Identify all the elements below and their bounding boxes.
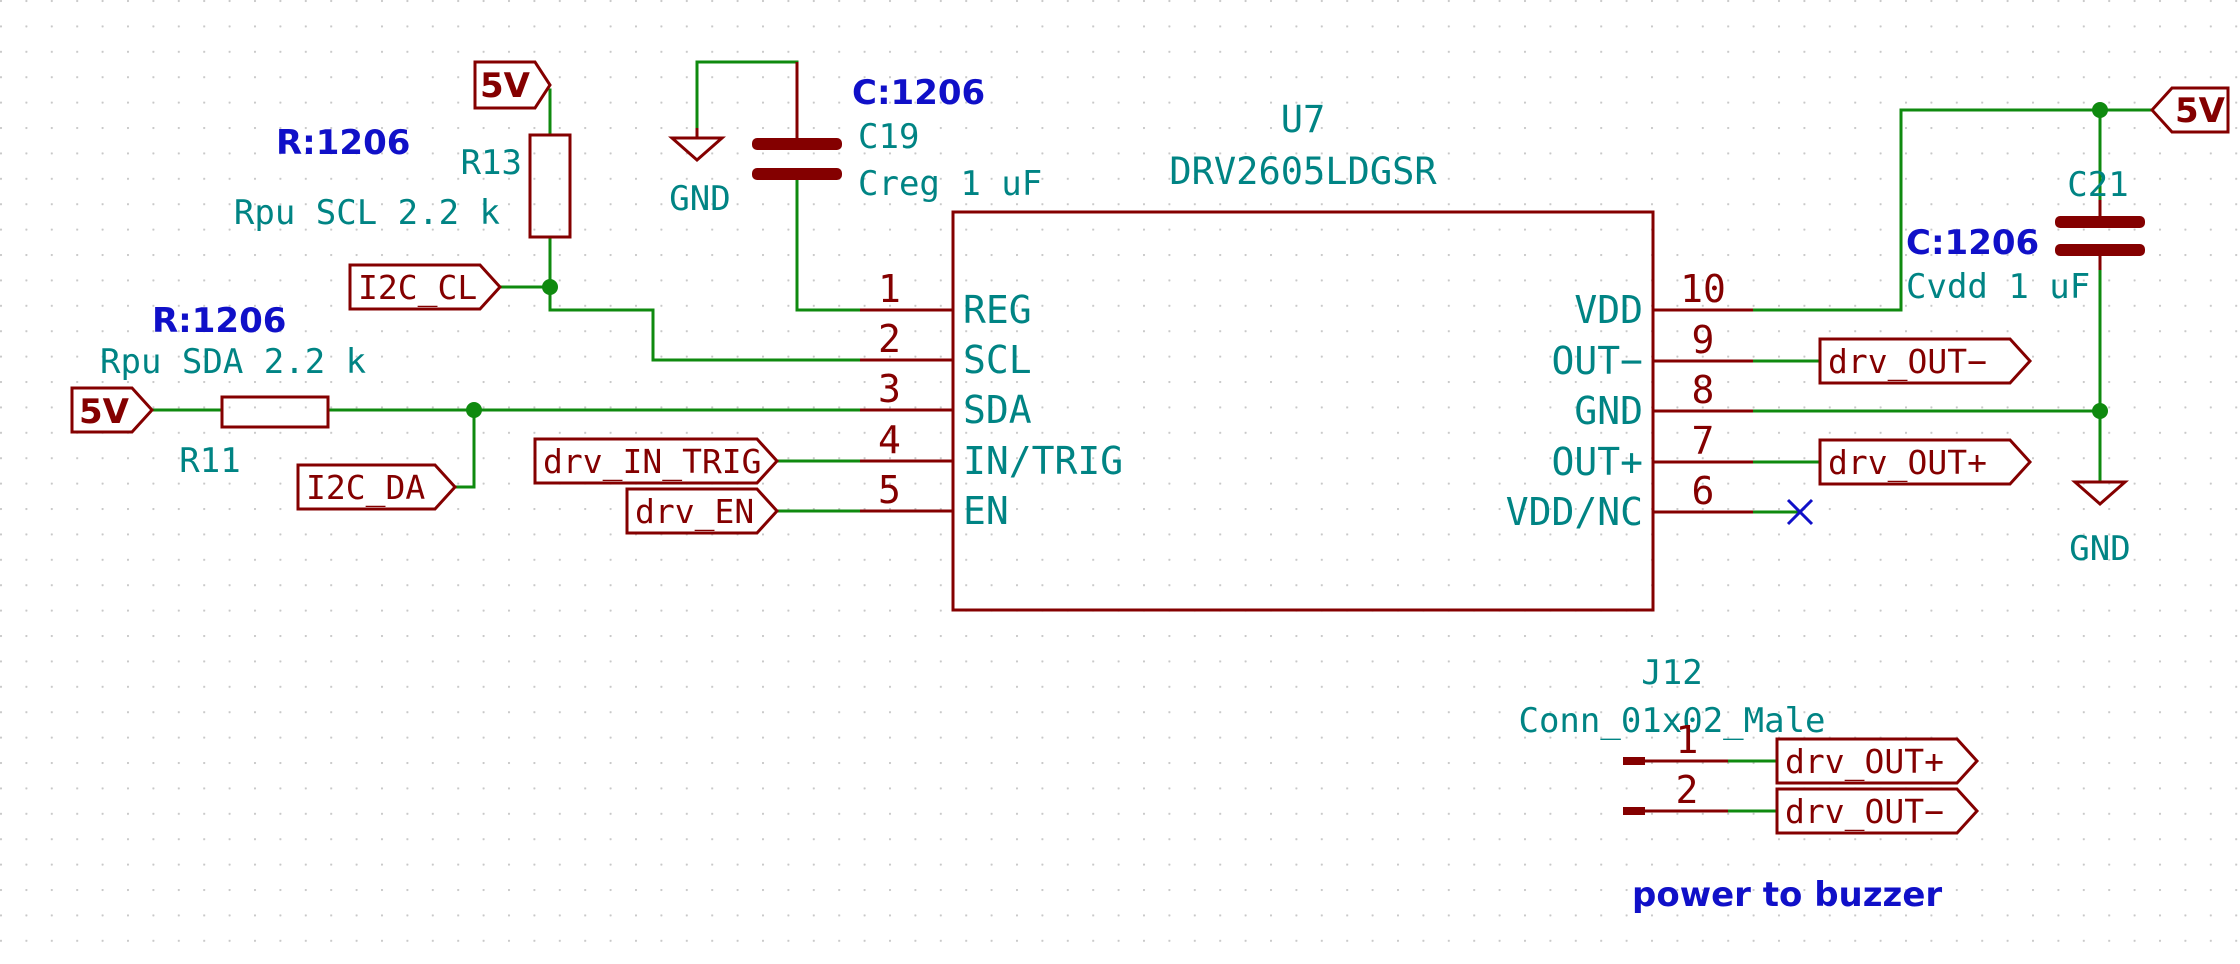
junction-sda [466,402,482,418]
junction-5v-rail [2092,102,2108,118]
c21-capacitor[interactable]: C21 C:1206 Cvdd 1 uF [1906,165,2145,307]
no-connect-flag [1786,498,1814,526]
gnd-symbol-c21: GND [2069,480,2131,569]
drv-out-minus-text: drv_OUT− [1828,342,1987,382]
capacitor-plate [2055,244,2145,256]
resistor-body [220,395,330,429]
u7-pin-name-en: EN [963,489,1009,533]
u7-value: DRV2605LDGSR [1169,150,1437,193]
u7-pin-num: 3 [878,367,901,411]
connector-pin-mark [1623,807,1645,815]
drv-in-trig-text: drv_IN_TRIG [543,442,762,482]
u7-pin-num: 1 [878,267,901,311]
r11-ref: R11 [179,441,240,481]
j12-pin-num: 2 [1676,768,1699,812]
u7-pin-name-scl: SCL [963,338,1032,382]
u7-symbol[interactable]: U7 DRV2605LDGSR 1 2 3 4 5 REG SCL SDA IN… [860,98,1753,612]
i2c-cl-text: I2C_CL [358,268,477,308]
capacitor-plate [2055,216,2145,228]
c21-footprint: C:1206 [1906,223,2039,263]
c21-value: Cvdd 1 uF [1906,267,2090,307]
gnd-symbol-c19: GND [668,128,731,219]
u7-pin-name-out-minus: OUT− [1551,339,1643,383]
power-label-5v: 5V [2175,91,2226,131]
j12-value: Conn_01x02_Male [1518,701,1825,741]
u7-pin-num: 4 [878,418,901,462]
r11-footprint: R:1206 [152,301,286,341]
capacitor-plate [752,168,842,180]
buzzer-note: power to buzzer [1632,875,1942,915]
u7-ref: U7 [1281,98,1326,141]
power-label-5v: 5V [79,392,130,432]
u7-pin-name-sda: SDA [963,388,1032,432]
u7-pin-name-gnd: GND [1574,389,1643,433]
r11-resistor[interactable]: R:1206 Rpu SDA 2.2 k R11 [100,301,366,481]
label-drv-out-minus: drv_OUT− [1818,337,2033,385]
i2c-da-text: I2C_DA [306,468,425,508]
r13-resistor[interactable]: R:1206 R13 Rpu SCL 2.2 k [234,123,572,239]
u7-pin-num: 8 [1692,368,1715,412]
r13-ref: R13 [461,143,522,183]
label-i2c-da: I2C_DA [296,463,458,511]
power-label-5v: 5V [480,66,531,106]
j12-connector[interactable]: J12 Conn_01x02_Male 1 2 [1518,653,1826,815]
u7-pin-name-vdd-nc: VDD/NC [1506,490,1643,534]
r13-footprint: R:1206 [276,123,410,163]
u7-pin-num: 7 [1692,419,1715,463]
u7-pin-num: 9 [1692,318,1715,362]
c19-capacitor[interactable]: C:1206 C19 Creg 1 uF [752,62,1042,204]
c19-ref: C19 [858,117,919,157]
u7-pin-name-in-trig: IN/TRIG [963,439,1123,483]
resistor-body [528,133,572,239]
drv-en-text: drv_EN [635,492,754,532]
u7-pin-num: 5 [878,468,901,512]
u7-pin-num: 6 [1692,469,1715,513]
r11-value: Rpu SDA 2.2 k [100,342,366,382]
power-flag-5v-r11: 5V [70,386,155,434]
label-drv-in-trig: drv_IN_TRIG [533,437,780,485]
power-flag-5v-vdd: 5V [2149,86,2230,134]
junction-scl [542,279,558,295]
gnd-label: GND [2069,529,2130,569]
j12-out-minus-text: drv_OUT− [1785,792,1944,832]
label-j12-out-plus: drv_OUT+ [1775,737,1980,785]
c21-ref: C21 [2067,165,2128,205]
j12-pin-num: 1 [1676,718,1699,762]
drv-out-plus-text: drv_OUT+ [1828,443,1987,483]
u7-pin-name-reg: REG [963,288,1032,332]
label-drv-out-plus: drv_OUT+ [1818,438,2033,486]
gnd-label: GND [669,179,730,219]
power-flag-5v-r13: 5V [473,60,552,110]
wires [150,60,2154,813]
u7-pin-num: 10 [1680,267,1726,311]
j12-out-plus-text: drv_OUT+ [1785,742,1944,782]
label-j12-out-minus: drv_OUT− [1775,787,1980,835]
c19-footprint: C:1206 [852,73,985,113]
u7-pin-name-vdd: VDD [1574,288,1643,332]
connector-pin-mark [1623,757,1645,765]
label-drv-en: drv_EN [625,487,780,535]
label-i2c-cl: I2C_CL [348,263,503,311]
capacitor-plate [752,138,842,150]
u7-pin-name-out-plus: OUT+ [1551,440,1643,484]
r13-value: Rpu SCL 2.2 k [234,193,500,233]
c19-value: Creg 1 uF [858,164,1042,204]
j12-ref: J12 [1641,653,1702,693]
junction-gnd-rail [2092,403,2108,419]
u7-pin-num: 2 [878,317,901,361]
